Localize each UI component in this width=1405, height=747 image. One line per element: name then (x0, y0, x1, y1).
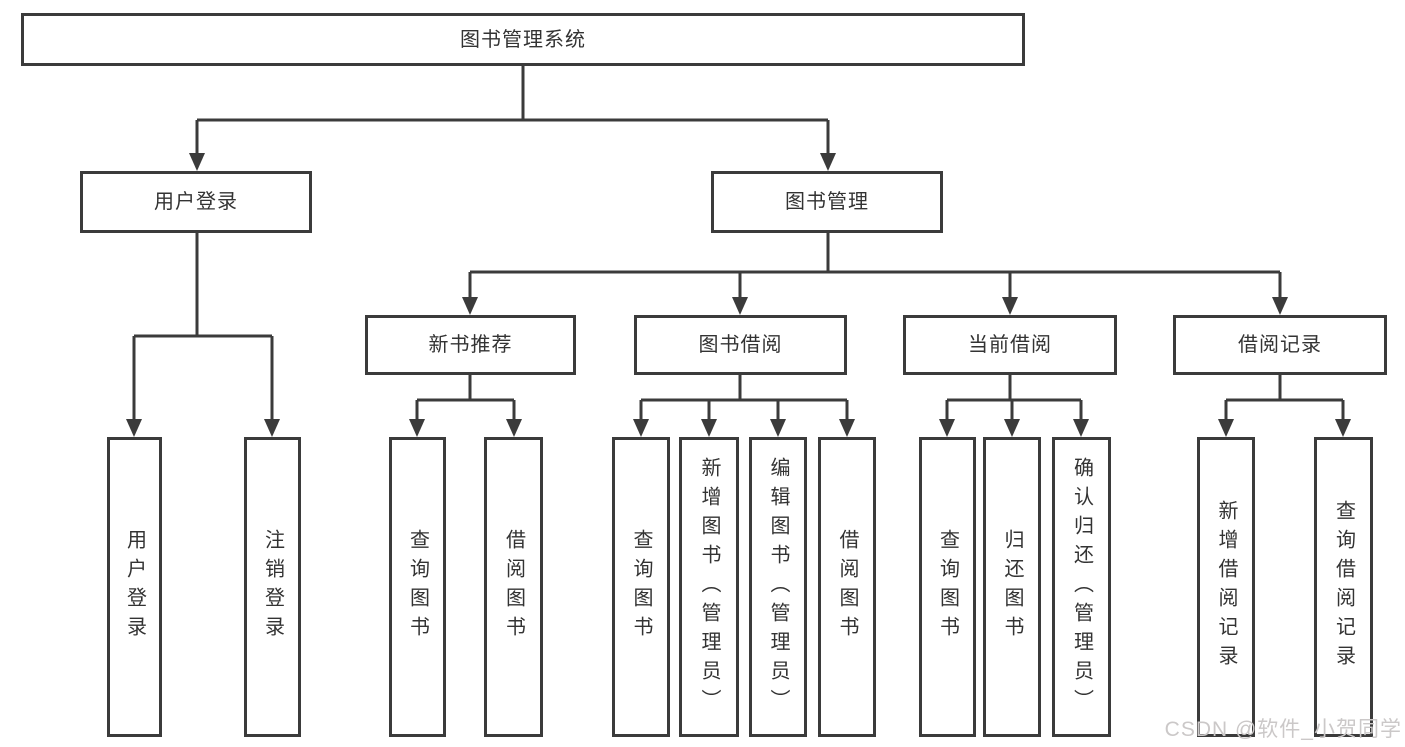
leaf-label: 查询图书 (936, 529, 959, 645)
node-leaf-logout: 注销登录 (244, 437, 301, 737)
node-leaf-add-book-admin: 新增图书（管理员） (679, 437, 739, 737)
leaf-label: 借阅图书 (502, 529, 525, 645)
node-book-borrowing: 图书借阅 (634, 315, 847, 375)
node-leaf-query-borrow-record: 查询借阅记录 (1314, 437, 1373, 737)
node-leaf-query-books-1: 查询图书 (389, 437, 446, 737)
leaf-label: 用户登录 (123, 529, 146, 645)
leaf-label: 查询借阅记录 (1332, 500, 1355, 674)
leaf-label: 确认归还（管理员） (1070, 456, 1093, 718)
node-current-borrowing: 当前借阅 (903, 315, 1117, 375)
leaf-label: 查询图书 (630, 529, 652, 645)
leaf-label: 查询图书 (406, 529, 429, 645)
node-leaf-query-books-3: 查询图书 (919, 437, 976, 737)
node-leaf-user-login: 用户登录 (107, 437, 162, 737)
leaf-label: 注销登录 (261, 529, 284, 645)
node-library-management-system: 图书管理系统 (21, 13, 1025, 66)
node-new-book-recommendation: 新书推荐 (365, 315, 576, 375)
leaf-label: 编辑图书（管理员） (767, 456, 789, 718)
node-leaf-borrow-books-1: 借阅图书 (484, 437, 543, 737)
node-borrowing-records: 借阅记录 (1173, 315, 1387, 375)
node-leaf-confirm-return-admin: 确认归还（管理员） (1052, 437, 1111, 737)
node-book-management: 图书管理 (711, 171, 943, 233)
node-leaf-add-borrow-record: 新增借阅记录 (1197, 437, 1255, 737)
node-leaf-query-books-2: 查询图书 (612, 437, 670, 737)
leaf-label: 新增图书（管理员） (698, 456, 720, 718)
leaf-label: 新增借阅记录 (1215, 500, 1237, 674)
node-leaf-borrow-books-2: 借阅图书 (818, 437, 876, 737)
watermark: CSDN @软件_小贺同学 (1164, 718, 1402, 741)
node-leaf-edit-book-admin: 编辑图书（管理员） (749, 437, 807, 737)
node-user-login: 用户登录 (80, 171, 312, 233)
leaf-label: 借阅图书 (836, 529, 858, 645)
leaf-label: 归还图书 (1001, 529, 1023, 645)
node-leaf-return-books: 归还图书 (983, 437, 1041, 737)
